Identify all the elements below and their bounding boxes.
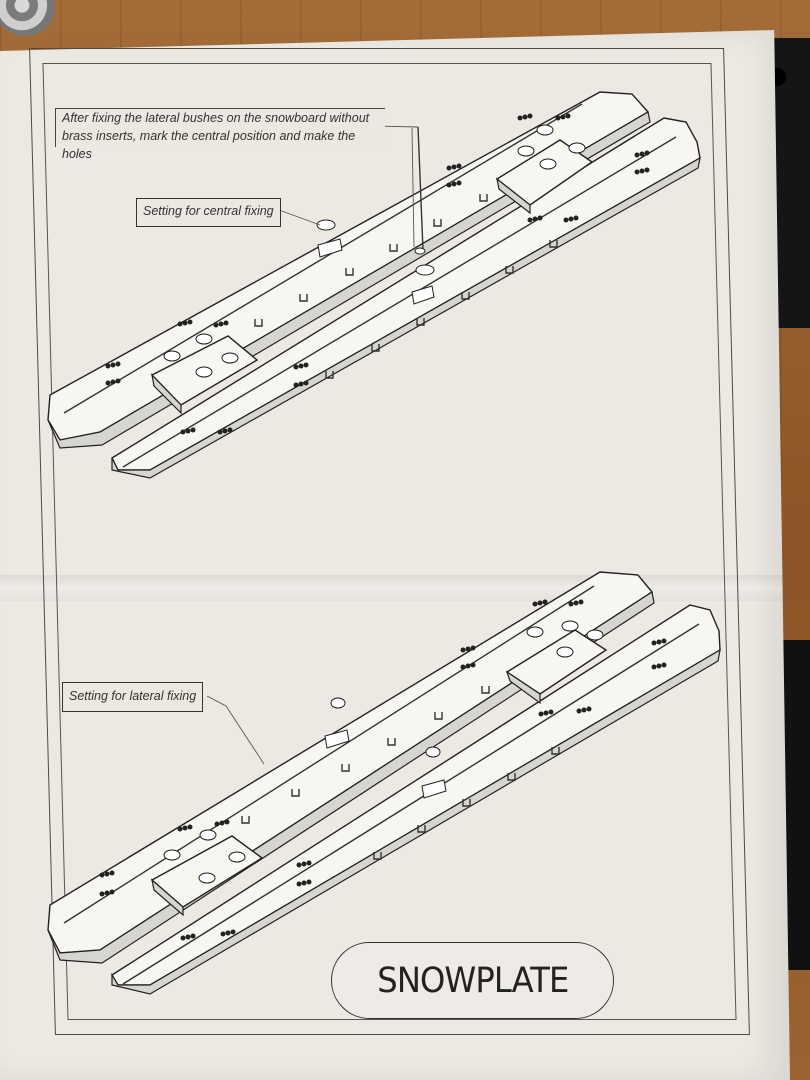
upper-plate-assembly (47, 91, 701, 479)
upper-right-rail-side (111, 156, 701, 479)
upper-base-side (151, 373, 182, 415)
mark-holes-line-2: brass inserts, mark the central position… (62, 129, 356, 161)
upper-hole-pattern-icon (105, 113, 650, 435)
lateral-fixing-label: Setting for lateral fixing (62, 682, 204, 712)
lower-right-rail-side (111, 648, 721, 995)
lower-left-rail (47, 571, 654, 954)
mark-holes-instruction: After fixing the lateral bushes on the s… (55, 108, 385, 161)
lower-right-rail (111, 604, 721, 986)
mark-holes-line-1: After fixing the lateral bushes on the s… (62, 111, 370, 125)
brand-logo: SNOWPLATE (331, 942, 614, 1019)
upper-left-rail-side (47, 111, 651, 449)
upper-bush-icons (163, 124, 586, 378)
lower-base-side (151, 878, 184, 917)
vertical-pin-icon (411, 126, 426, 255)
brand-name: SNOWPLATE (376, 960, 569, 1001)
upper-binding-side (496, 177, 531, 215)
lower-plate-assembly (47, 571, 721, 995)
lower-rectangular-slot-icons (324, 729, 447, 799)
lower-bush-icons (163, 620, 604, 884)
upper-rectangular-slot-icons (317, 238, 435, 305)
upper-right-rail (111, 117, 701, 471)
lower-right-rail-groove (122, 623, 700, 985)
lower-left-rail-groove (63, 585, 595, 924)
paper-fold (0, 575, 790, 601)
upper-right-rail-groove (122, 136, 677, 468)
lower-rail-notches (241, 686, 560, 860)
upper-left-rail-groove (63, 103, 583, 414)
lower-hole-pattern-icon (99, 599, 667, 941)
central-fixing-label: Setting for central fixing (136, 198, 281, 227)
lower-binding-side (505, 670, 541, 705)
lower-left-rail-side (47, 591, 655, 964)
upper-rail-notches (254, 194, 558, 379)
